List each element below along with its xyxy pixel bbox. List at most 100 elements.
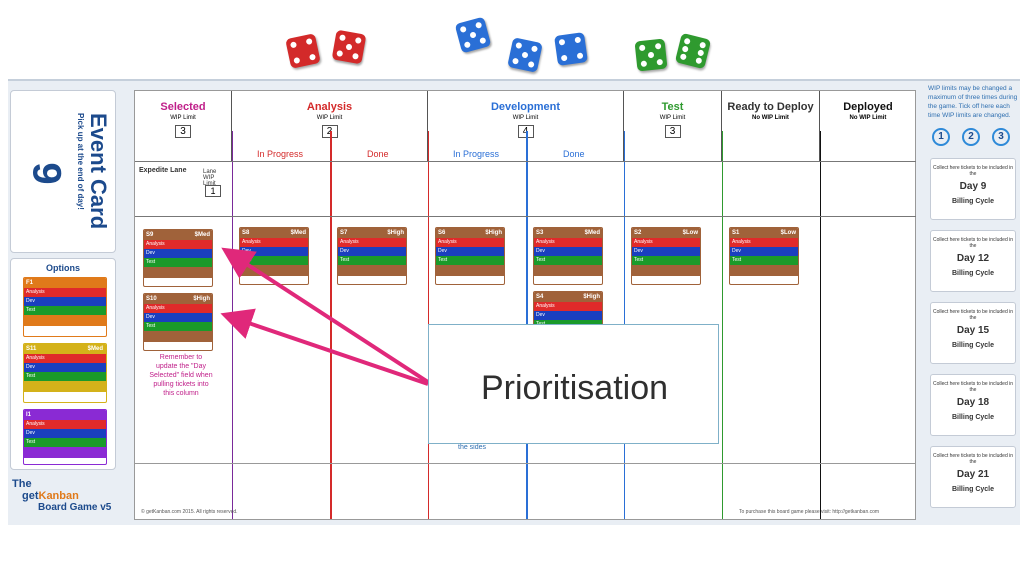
billing-card-day18[interactable]: Collect here tickets to be included in t…	[930, 374, 1016, 436]
card-note: Collect here tickets to be included in t…	[931, 237, 1015, 249]
options-title: Options	[11, 263, 115, 273]
purchase-text: To purchase this board game please visit…	[739, 509, 879, 515]
billing-card-day15[interactable]: Collect here tickets to be included in t…	[930, 302, 1016, 364]
brand-line1: The	[12, 478, 111, 490]
row-test: Test	[534, 256, 602, 265]
ticket-s1[interactable]: S1$Low Analysis Dev Test	[729, 227, 799, 285]
ticket-s2[interactable]: S2$Low Analysis Dev Test	[631, 227, 701, 285]
row-test: Test	[24, 306, 106, 315]
wip-label: WIP Limit	[135, 115, 231, 121]
brand-line3: Board Game v5	[38, 502, 111, 513]
column-title: Development	[428, 101, 623, 113]
row-dev: Dev	[24, 363, 106, 372]
card-billing: Billing Cycle	[931, 342, 1015, 349]
brand-name: Kanban	[39, 490, 79, 502]
row-dev: Dev	[338, 247, 406, 256]
wip-label: WIP Limit	[232, 115, 427, 121]
event-card-subtitle: Pick up at the end of day!	[76, 113, 85, 210]
row-analysis: Analysis	[144, 240, 212, 249]
row-dev: Dev	[144, 313, 212, 322]
event-card-title: Event Card	[85, 113, 111, 229]
billing-card-day12[interactable]: Collect here tickets to be included in t…	[930, 230, 1016, 292]
wip-change-note: WIP limits may be changed a maximum of t…	[928, 84, 1018, 120]
card-billing: Billing Cycle	[931, 414, 1015, 421]
row-test: Test	[436, 256, 504, 265]
ticket-s6[interactable]: S6$High Analysis Dev Test	[435, 227, 505, 285]
ticket-s3[interactable]: S3$Med Analysis Dev Test	[533, 227, 603, 285]
prioritisation-text: Prioritisation	[429, 369, 720, 408]
column-ready-to-deploy: Ready to Deploy No WIP Limit	[722, 91, 820, 161]
option-ticket-f1[interactable]: F1 Analysis Dev Test	[23, 277, 107, 337]
card-day: Day 18	[931, 397, 1015, 408]
row-analysis: Analysis	[24, 354, 106, 363]
card-note: Collect here tickets to be included in t…	[931, 381, 1015, 393]
ticket-header: S1$Low	[730, 228, 798, 238]
ticket-s7[interactable]: S7$High Analysis Dev Test	[337, 227, 407, 285]
row-test: Test	[632, 256, 700, 265]
row-analysis: Analysis	[144, 304, 212, 313]
option-ticket-s11[interactable]: S11 $Med Analysis Dev Test	[23, 343, 107, 403]
wip-change-1[interactable]: 1	[932, 128, 950, 146]
row-dev: Dev	[240, 247, 308, 256]
wip-label: WIP Limit	[428, 115, 623, 121]
red-die-1	[285, 33, 321, 69]
callout-under-text: the sides	[458, 444, 486, 451]
wip-value[interactable]: 3	[665, 125, 681, 138]
row-test: Test	[730, 256, 798, 265]
ticket-header: S4$High	[534, 292, 602, 302]
card-note: Collect here tickets to be included in t…	[931, 309, 1015, 321]
options-card: Options F1 Analysis Dev Test S11 $Med An…	[10, 258, 116, 470]
row-analysis: Analysis	[24, 420, 106, 429]
ticket-s8[interactable]: S8$Med Analysis Dev Test	[239, 227, 309, 285]
card-note: Collect here tickets to be included in t…	[931, 165, 1015, 177]
analysis-done-label: Done	[367, 149, 389, 159]
column-test: Test WIP Limit 3	[624, 91, 722, 161]
row-dev: Dev	[534, 311, 602, 320]
brand-prefix: get	[22, 490, 39, 502]
ticket-id: F1	[24, 278, 106, 288]
ticket-header: S9$Med	[144, 230, 212, 240]
wip-change-2[interactable]: 2	[962, 128, 980, 146]
ticket-s9[interactable]: S9$Med Analysis Dev Test	[143, 229, 213, 287]
row-dev: Dev	[632, 247, 700, 256]
copyright-text: © getKanban.com 2015. All rights reserve…	[141, 509, 238, 515]
wip-value[interactable]: 3	[175, 125, 191, 138]
billing-card-day21[interactable]: Collect here tickets to be included in t…	[930, 446, 1016, 508]
row-test: Test	[338, 256, 406, 265]
kanban-board: Selected WIP Limit 3 Analysis WIP Limit …	[134, 90, 916, 520]
row-dev: Dev	[24, 297, 106, 306]
option-ticket-i1[interactable]: I1 Analysis Dev Test	[23, 409, 107, 465]
expedite-lane	[135, 161, 916, 217]
wip-label: No WIP Limit	[820, 115, 916, 121]
green-die-2	[675, 33, 711, 69]
wip-label: WIP Limit	[624, 115, 721, 121]
row-analysis: Analysis	[632, 238, 700, 247]
wip-label: No WIP Limit	[722, 115, 819, 121]
wip-change-3[interactable]: 3	[992, 128, 1010, 146]
row-analysis: Analysis	[436, 238, 504, 247]
card-day: Day 21	[931, 469, 1015, 480]
dev-in-progress-label: In Progress	[453, 149, 499, 159]
card-day: Day 12	[931, 253, 1015, 264]
row-test: Test	[144, 258, 212, 267]
row-analysis: Analysis	[534, 238, 602, 247]
column-title: Deployed	[820, 101, 916, 113]
green-die-1	[635, 39, 668, 72]
ticket-header: S8$Med	[240, 228, 308, 238]
card-billing: Billing Cycle	[931, 486, 1015, 493]
blue-die-3	[554, 32, 588, 66]
ticket-header: S2$Low	[632, 228, 700, 238]
ticket-s10[interactable]: S10$High Analysis Dev Test	[143, 293, 213, 351]
card-note: Collect here tickets to be included in t…	[931, 453, 1015, 465]
lane-wip-value[interactable]: 1	[205, 185, 221, 197]
ticket-header: S6$High	[436, 228, 504, 238]
dev-done-label: Done	[563, 149, 585, 159]
brand-logo: The getKanban Board Game v5	[12, 478, 111, 513]
card-billing: Billing Cycle	[931, 198, 1015, 205]
row-dev: Dev	[24, 429, 106, 438]
red-die-2	[332, 30, 367, 65]
event-card-number: 9	[24, 162, 69, 184]
column-selected: Selected WIP Limit 3	[135, 91, 232, 161]
event-card[interactable]: 9 Event Card Pick up at the end of day!	[10, 90, 116, 253]
billing-card-day9[interactable]: Collect here tickets to be included in t…	[930, 158, 1016, 220]
